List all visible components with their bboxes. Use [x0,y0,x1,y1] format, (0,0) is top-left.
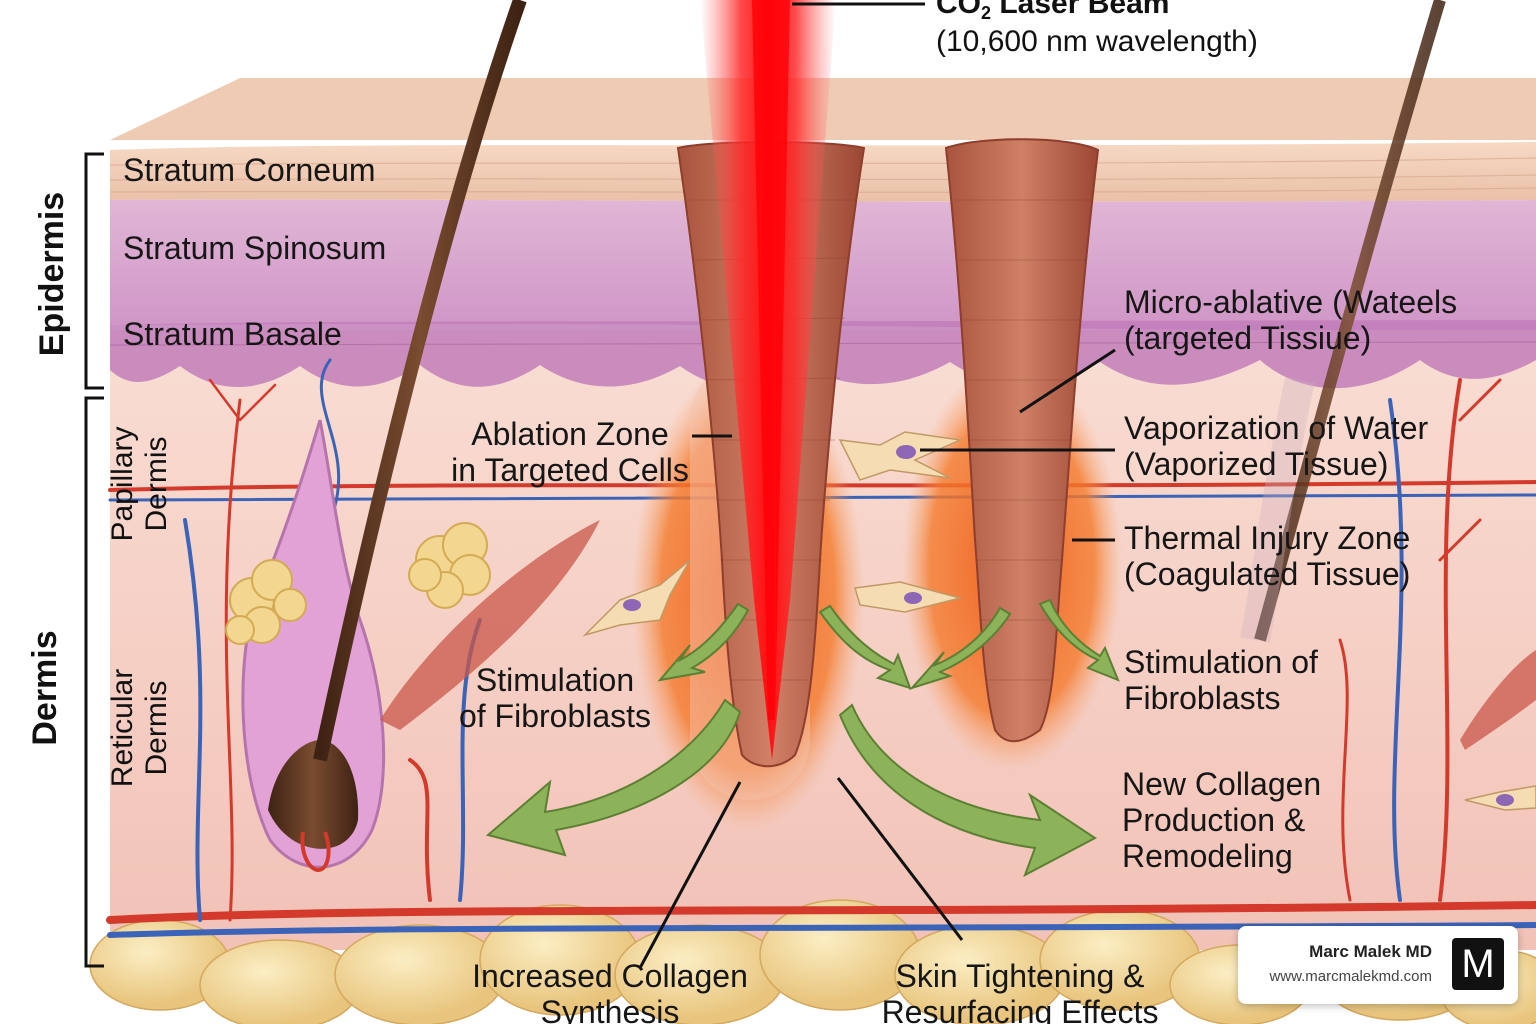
badge-logo-icon: M [1452,938,1504,990]
vaporization-label: Vaporization of Water(Vaporized Tissue) [1124,410,1429,482]
badge-url[interactable]: www.marcmalekmd.com [1269,968,1432,985]
attribution-badge[interactable]: Marc Malek MD www.marcmalekmd.com M [1238,926,1518,1004]
ablation-channel-right [944,138,1100,743]
layer-brackets [84,152,104,968]
thermal-injury-label: Thermal Injury Zone(Coagulated Tissue) [1124,520,1411,592]
laser-beam-title: CO2 Laser Beam [936,0,1170,23]
micro-ablative-label: Micro-ablative (Wateels(targeted Tissiue… [1124,284,1458,356]
reticular-line-2: Dermis [140,680,173,776]
laser-wavelength-label: (10,600 nm wavelength) [936,25,1258,58]
sebaceous-glands [225,522,491,645]
papillary-dermis-label: Papillary Dermis [106,384,178,584]
badge-name: Marc Malek MD [1309,942,1432,961]
skin-tightening-label: Skin Tightening &Resurfacing Effects [881,958,1159,1024]
epidermis-side-label: Epidermis [33,191,71,357]
arrector-pili-muscle [380,520,600,730]
reticular-line-1: Reticular [106,668,139,788]
fibroblast-stimulation-arrows [485,598,1120,878]
leader-lines [638,2,1116,969]
papillary-line-2: Dermis [140,436,173,532]
stratum-corneum-label: Stratum Corneum [123,152,376,188]
stratum-spinosum-label: Stratum Spinosum [123,230,387,266]
fibroblast-cells [582,431,1536,811]
hair-shaft-right [1254,0,1446,642]
stratum-basale-label: Stratum Basale [123,316,342,352]
papillary-line-1: Papillary [106,426,139,542]
dermis-side-label: Dermis [26,630,64,746]
reticular-dermis-label: Reticular Dermis [106,628,178,828]
hair-follicle-left [241,0,527,873]
